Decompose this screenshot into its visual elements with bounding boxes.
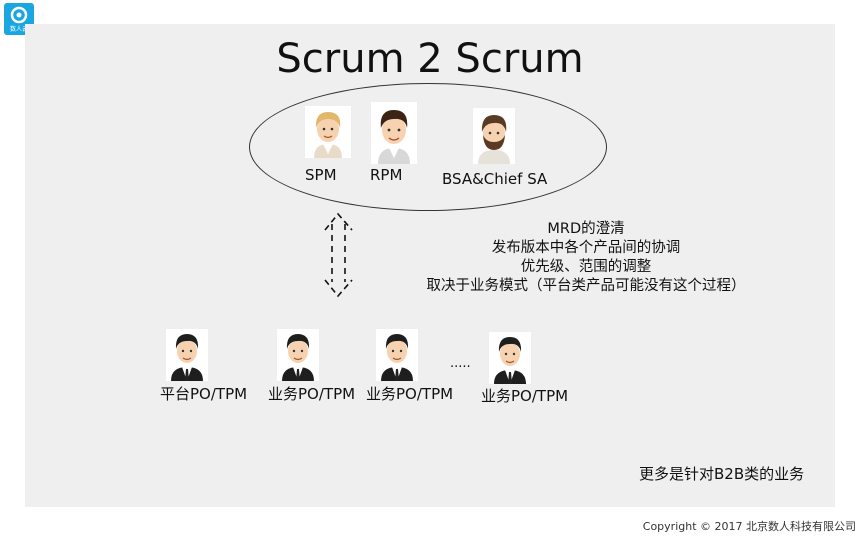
role-label-spm: SPM bbox=[305, 166, 337, 184]
note-line: 发布版本中各个产品间的协调 bbox=[491, 240, 681, 256]
role-label-bsa-chief-sa: BSA&Chief SA bbox=[442, 170, 548, 188]
man-icon bbox=[371, 102, 417, 168]
bidirectional-arrow-icon bbox=[322, 212, 358, 298]
role-label-rpm: RPM bbox=[370, 166, 403, 184]
slide: Scrum 2 Scrum bbox=[25, 24, 835, 507]
role-label-business-po: 业务PO/TPM bbox=[268, 385, 356, 403]
role-label-business-po: 业务PO/TPM bbox=[366, 385, 454, 403]
role-label-business-po: 业务PO/TPM bbox=[481, 387, 569, 405]
businessman-icon bbox=[277, 329, 319, 385]
note-line: MRD的澄清 bbox=[547, 221, 625, 237]
businessman-icon bbox=[376, 329, 418, 385]
coordination-notes: MRD的澄清 发布版本中各个产品间的协调 优先级、范围的调整 取决于业务模式（平… bbox=[400, 220, 772, 296]
blond-man-icon bbox=[305, 106, 351, 162]
bearded-man-icon bbox=[473, 108, 515, 168]
copyright: Copyright © 2017 北京数人科技有限公司 bbox=[642, 520, 856, 533]
businessman-icon bbox=[489, 332, 531, 388]
role-label-platform-po: 平台PO/TPM bbox=[160, 385, 248, 403]
logo-text: 数人云 bbox=[9, 26, 28, 33]
note-line: 优先级、范围的调整 bbox=[520, 259, 652, 275]
ellipsis: ..... bbox=[450, 356, 471, 371]
management-group-ellipse bbox=[249, 83, 607, 211]
note-line: 取决于业务模式（平台类产品可能没有这个过程） bbox=[426, 278, 746, 294]
page-title: Scrum 2 Scrum bbox=[276, 36, 584, 82]
footer-note: 更多是针对B2B类的业务 bbox=[639, 465, 805, 483]
businessman-icon bbox=[166, 329, 208, 385]
